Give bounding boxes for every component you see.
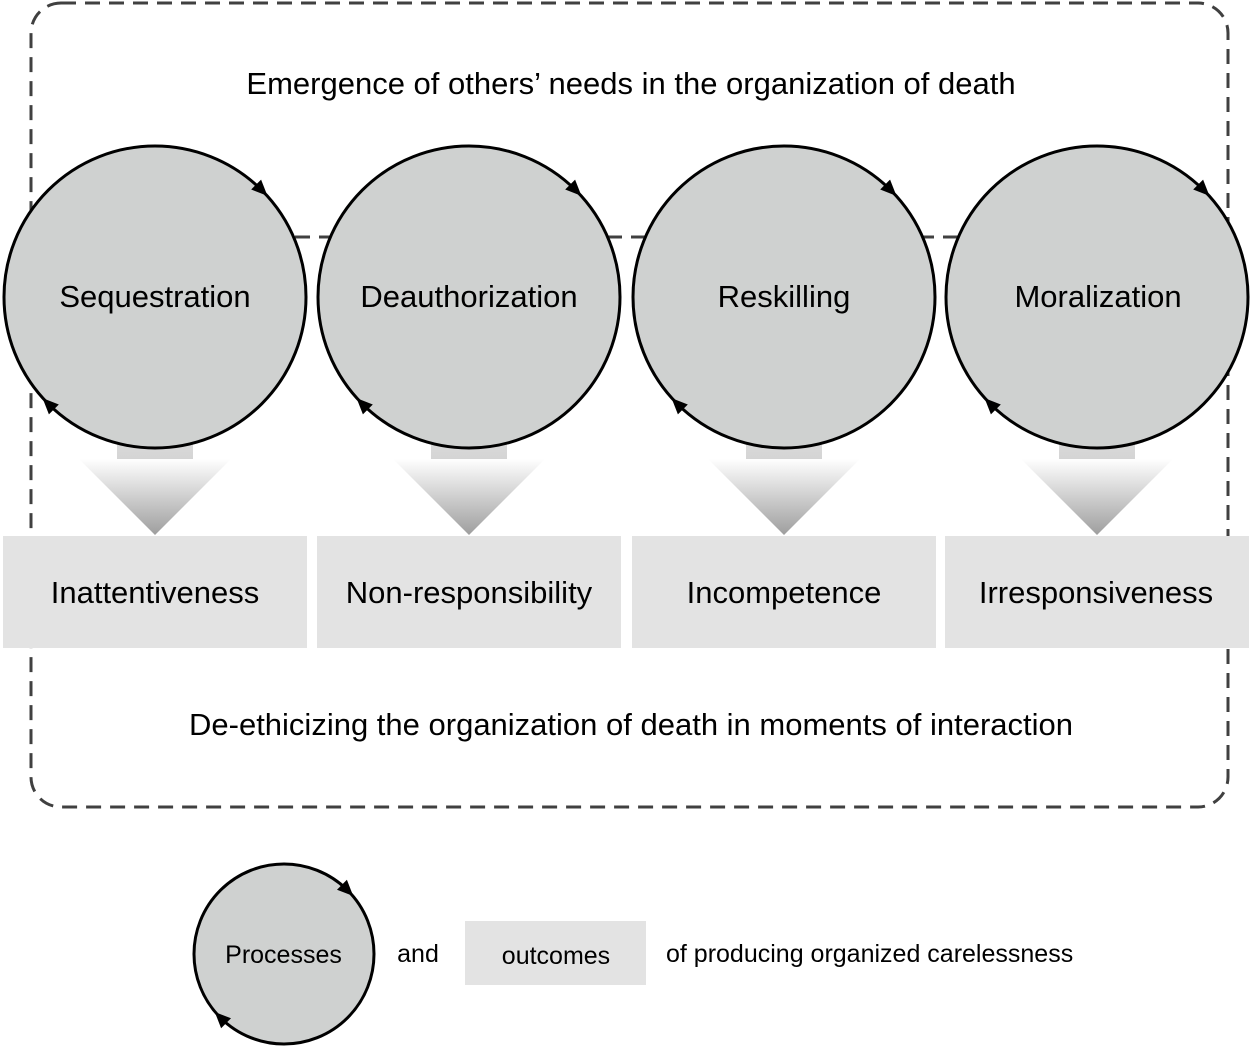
process-label-deauthorization: Deauthorization — [360, 279, 578, 314]
process-circle-deauthorization — [316, 144, 622, 450]
cycle-arrowhead-icon — [671, 398, 688, 415]
outcome-box-incompetence — [632, 536, 936, 648]
process-label-moralization: Moralization — [1014, 279, 1182, 314]
outcome-label-non-responsibility: Non-responsibility — [345, 575, 593, 610]
outcome-label-inattentiveness: Inattentiveness — [50, 575, 260, 610]
cycle-arrowhead-icon — [356, 398, 373, 415]
cycle-arrowhead-icon — [565, 179, 582, 196]
process-circle-reskilling — [631, 144, 937, 450]
cycle-arrowhead-icon — [984, 398, 1001, 415]
legend-and-text: and — [397, 940, 439, 968]
outcome-box-inattentiveness — [3, 536, 307, 648]
cycle-arrowhead-icon — [880, 179, 897, 196]
top-caption: Emergence of others’ needs in the organi… — [246, 66, 1016, 101]
outcome-box-irresponsiveness — [945, 536, 1249, 648]
outcome-box-non-responsibility — [317, 536, 621, 648]
legend-suffix-text: of producing organized carelessness — [666, 940, 1074, 968]
process-label-reskilling: Reskilling — [717, 279, 851, 314]
cycle-arrowhead-icon — [1193, 179, 1210, 196]
cycle-arrowhead-icon — [42, 398, 59, 415]
process-circle-moralization — [944, 144, 1250, 450]
process-label-sequestration: Sequestration — [59, 279, 251, 314]
bottom-caption: De-ethicizing the organization of death … — [189, 707, 1073, 742]
legend-process-circle — [192, 862, 376, 1046]
legend-outcome-box — [465, 921, 646, 985]
cycle-arrowhead-icon — [214, 1011, 232, 1029]
outcome-label-incompetence: Incompetence — [686, 575, 882, 610]
legend-outcome-label: outcomes — [501, 942, 611, 970]
process-circle-sequestration — [2, 144, 308, 450]
legend-process-label: Processes — [225, 941, 342, 969]
cycle-arrowhead-icon — [251, 179, 268, 196]
outcome-label-irresponsiveness: Irresponsiveness — [978, 575, 1214, 610]
dashed-frame — [29, 1, 1230, 809]
cycle-arrowhead-icon — [336, 879, 354, 897]
